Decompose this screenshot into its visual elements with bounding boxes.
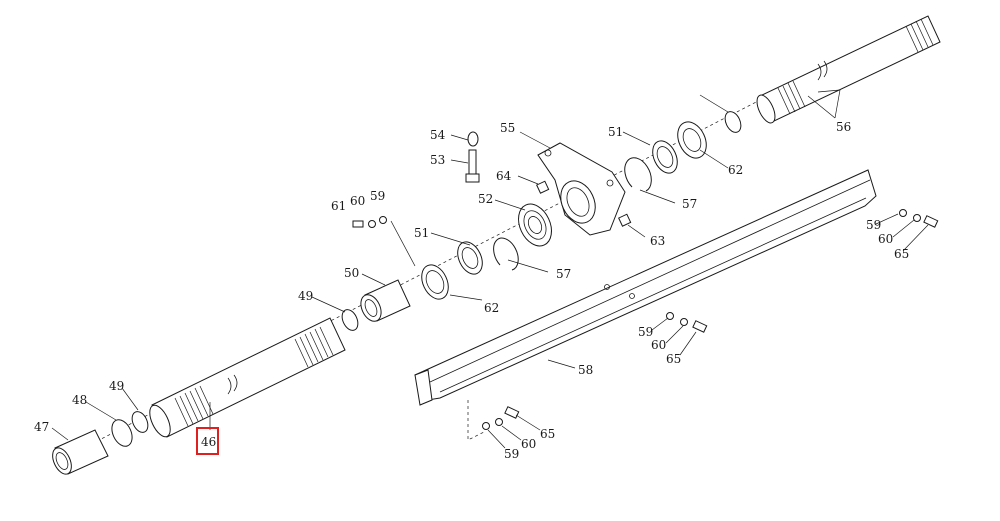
callout-59-right: 59 <box>866 218 881 232</box>
ring-48 <box>111 419 133 447</box>
callout-47: 47 <box>34 420 49 434</box>
callout-63: 63 <box>650 234 665 248</box>
callout-65-right: 65 <box>894 247 909 261</box>
callout-56: 56 <box>836 120 851 134</box>
callout-57-left: 57 <box>556 267 571 281</box>
hardware-group-right <box>899 209 939 228</box>
bolt-63 <box>618 213 632 227</box>
bolt-64 <box>536 180 550 194</box>
callout-55: 55 <box>500 121 515 135</box>
leader-lines <box>51 89 929 449</box>
highlight-box-46 <box>196 427 219 455</box>
callout-48: 48 <box>72 393 87 407</box>
hardware-group-middle <box>666 312 708 333</box>
callout-54: 54 <box>430 128 446 142</box>
callout-52: 52 <box>478 192 493 206</box>
callout-49-lower: 49 <box>109 379 124 393</box>
callout-51-left: 51 <box>414 226 429 240</box>
hardware-group-bottom <box>467 400 520 441</box>
bearing-50 <box>360 279 411 322</box>
callout-51-right: 51 <box>608 125 623 139</box>
callout-65-bottom: 65 <box>540 427 555 441</box>
callout-61: 61 <box>331 199 346 213</box>
callout-53: 53 <box>430 153 445 167</box>
callout-labels: 46 47 48 49 49 50 51 51 52 53 54 55 56 5… <box>34 120 909 461</box>
callout-57-right: 57 <box>682 197 697 211</box>
bracket-housing-55 <box>537 142 626 236</box>
callout-64: 64 <box>496 169 512 183</box>
washer-51-right <box>652 140 678 174</box>
callout-60-middle: 60 <box>651 338 666 352</box>
clip-54 <box>467 131 479 147</box>
washer-62-left <box>421 264 449 300</box>
callout-60-right: 60 <box>878 232 893 246</box>
snap-ring-49-upper <box>724 111 742 133</box>
callout-60-left: 60 <box>350 194 365 208</box>
sleeve-47 <box>52 429 109 475</box>
callout-49-middle: 49 <box>298 289 313 303</box>
snap-ring-49-lower <box>131 411 149 433</box>
callout-59-left: 59 <box>370 189 385 203</box>
washer-62-right <box>677 121 707 159</box>
callout-50: 50 <box>344 266 359 280</box>
callout-62-right: 62 <box>728 163 743 177</box>
shaft-56 <box>756 15 941 124</box>
rail-58 <box>414 169 877 406</box>
callout-58: 58 <box>578 363 593 377</box>
hardware-group-left <box>352 216 387 228</box>
callout-46: 46 <box>201 435 216 449</box>
callout-65-middle: 65 <box>666 352 681 366</box>
bolt-53 <box>465 149 480 183</box>
snap-ring-57-right <box>624 157 652 192</box>
callout-59-middle: 59 <box>638 325 653 339</box>
snap-ring-49-middle <box>341 309 359 331</box>
bearing-52 <box>518 203 552 247</box>
callout-62-left: 62 <box>484 301 499 315</box>
snap-ring-57-left <box>493 237 519 271</box>
callout-60-bottom: 60 <box>521 437 536 451</box>
washer-51-left <box>457 241 483 275</box>
callout-59-bottom: 59 <box>504 447 519 461</box>
shaft-46 <box>149 317 346 438</box>
